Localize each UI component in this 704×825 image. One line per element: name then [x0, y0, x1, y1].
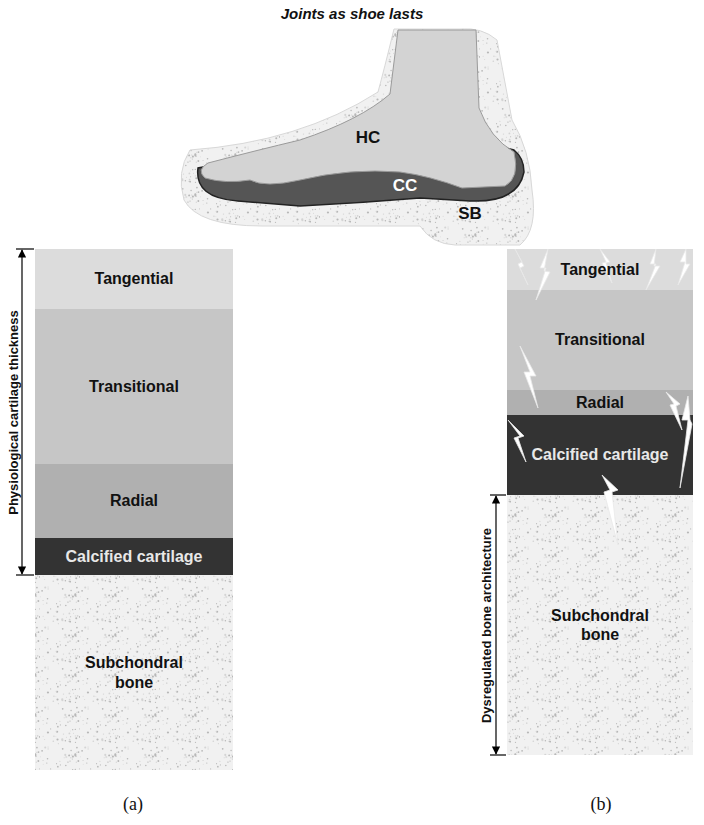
layer-label: Radial	[110, 491, 158, 510]
crack	[520, 346, 538, 408]
part-label: SB	[458, 204, 482, 224]
layer-band: Calcified cartilage	[507, 415, 693, 495]
dimension-bracket	[21, 250, 22, 574]
crack	[515, 249, 528, 285]
dimension-label: Dysregulated bone architecture	[480, 524, 495, 725]
layer-label: Tangential	[561, 260, 640, 279]
layer-label: Calcified cartilage	[66, 547, 203, 566]
layer-label: Radial	[576, 393, 624, 412]
crack	[646, 249, 660, 290]
bracket-tick	[490, 754, 506, 755]
layer-label: Subchondral bone	[535, 606, 665, 644]
layer-label: Calcified cartilage	[532, 445, 669, 464]
panel-label: (a)	[123, 794, 143, 815]
crack	[666, 392, 682, 430]
dimension-label: Physiological cartilage thickness	[6, 307, 21, 517]
layer-label: Tangential	[95, 269, 174, 288]
layer-band: Transitional	[35, 309, 233, 464]
shoe-body	[181, 29, 533, 245]
bracket-tick	[490, 494, 506, 495]
bracket-tick	[16, 574, 34, 575]
layer-label: Subchondral bone	[69, 653, 199, 691]
crack	[600, 249, 612, 283]
panel-label: (b)	[591, 794, 612, 815]
layer-band: Radial	[35, 464, 233, 538]
layer-band: Calcified cartilage	[35, 538, 233, 575]
figure-title: Joints as shoe lasts	[0, 5, 704, 22]
bone-band: Subchondral bone	[507, 495, 693, 755]
crack	[536, 249, 550, 300]
layer-label: Transitional	[555, 330, 645, 349]
bone-texture	[507, 495, 693, 755]
crack	[508, 420, 526, 462]
bone-band: Subchondral bone	[35, 575, 233, 770]
layer-label: Transitional	[89, 377, 179, 396]
crack	[678, 249, 690, 285]
layer-band: Tangential	[507, 249, 693, 290]
dimension-bracket	[495, 496, 496, 754]
layer-band: Transitional	[507, 290, 693, 390]
crack	[602, 475, 618, 545]
bracket-tick	[16, 248, 34, 249]
foot-shape	[201, 30, 516, 188]
crack	[680, 396, 692, 488]
part-label: HC	[356, 128, 381, 148]
part-label: CC	[393, 176, 418, 196]
bone-texture	[35, 575, 233, 770]
layer-band: Tangential	[35, 249, 233, 309]
layer-band: Radial	[507, 390, 693, 415]
